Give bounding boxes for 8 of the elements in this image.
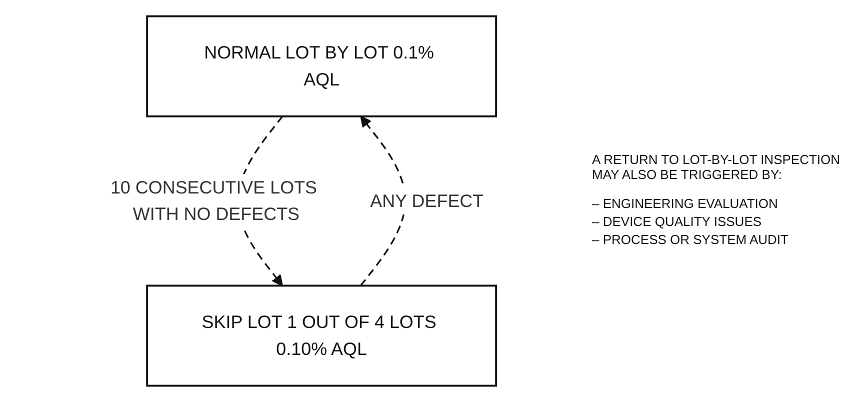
node-box: NORMAL LOT BY LOT 0.1% AQL [146,15,498,118]
list-item: – PROCESS OR SYSTEM AUDIT [592,232,790,247]
edge-label: ANY DEFECT [370,190,484,211]
node-box: SKIP LOT 1 OUT OF 4 LOTS 0.10% AQL [146,284,498,387]
list-item: – DEVICE QUALITY ISSUES [592,214,763,229]
note-text: A RETURN TO LOT-BY-LOT INSPECTION MAY ALSO BE TRIGGERED BY: [592,152,842,182]
list-item: – ENGINEERING EVALUATION [592,196,779,211]
edge-label: 10 CONSECUTIVE LOTS WITH NO DEFECTS [110,176,318,224]
